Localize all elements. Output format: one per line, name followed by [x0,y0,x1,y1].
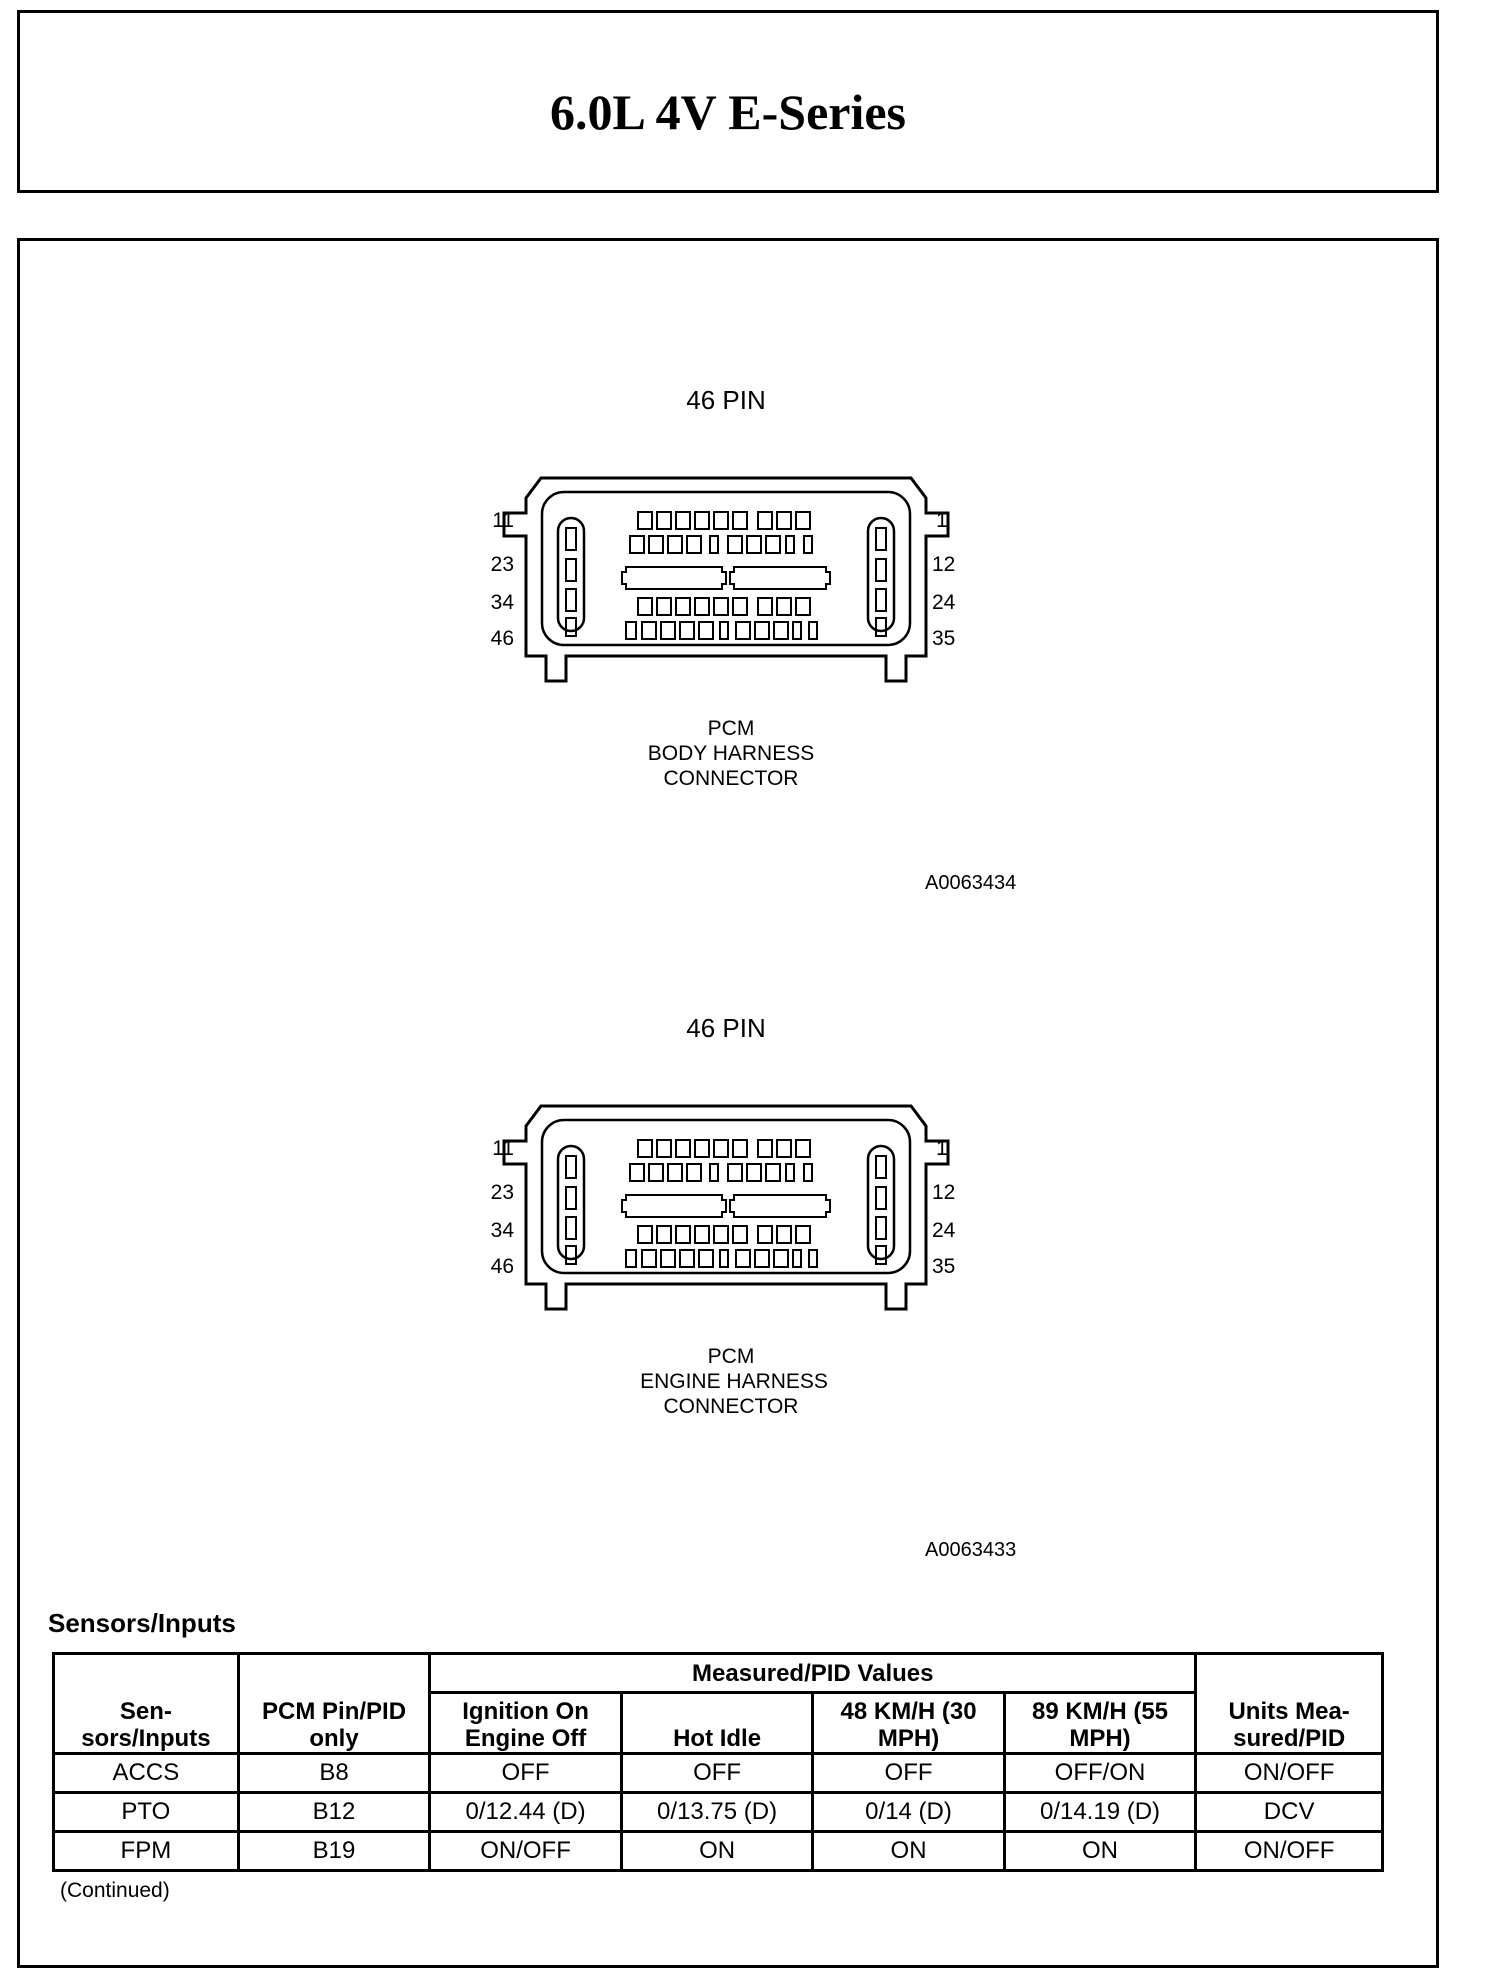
pin-count-label: 46 PIN [686,1013,766,1043]
table-row: FPM B19 ON/OFF ON ON ON ON/OFF [52,1830,1384,1872]
table-cell: ON/OFF [1194,1752,1384,1794]
pin-label-left: 11 [492,1137,514,1160]
pin-label-right: 1 [936,1137,948,1160]
pin-label-left: 34 [491,591,515,614]
figure-id: A0063433 [925,1539,1016,1561]
table-cell: 0/14 (D) [811,1791,1006,1833]
table-cell: B19 [236,1830,432,1872]
col-header-48kmh: 48 KM/H (30 MPH) [811,1691,1006,1755]
body-harness-connector-drawing [502,476,950,683]
pin-label-right: 35 [932,627,955,650]
col-header-units: Units Mea- sured/PID [1194,1652,1384,1755]
connector-caption: CONNECTOR [664,767,799,790]
table-cell: ON/OFF [428,1830,623,1872]
table-cell: B12 [236,1791,432,1833]
table-row: PTO B12 0/12.44 (D) 0/13.75 (D) 0/14 (D)… [52,1791,1384,1833]
connector-caption: BODY HARNESS [648,742,815,765]
pin-label-right: 24 [932,1219,956,1242]
page-title: 6.0L 4V E-Series [549,84,907,140]
connector-caption: ENGINE HARNESS [640,1370,828,1393]
connector-caption: CONNECTOR [664,1395,799,1418]
continued-note: (Continued) [60,1879,170,1902]
table-cell: FPM [52,1830,240,1872]
pin-label-right: 12 [932,1181,955,1204]
table-cell: ON [619,1830,815,1872]
table-cell: 0/13.75 (D) [619,1791,815,1833]
table-cell: ACCS [52,1752,240,1794]
table-row: ACCS B8 OFF OFF OFF OFF/ON ON/OFF [52,1752,1384,1794]
table-cell: ON/OFF [1194,1830,1384,1872]
col-header-pcm-pin: PCM Pin/PID only [236,1652,432,1755]
connector-caption: PCM [708,717,755,740]
title-box: 6.0L 4V E-Series [17,10,1439,193]
section-title: Sensors/Inputs [48,1608,236,1638]
table-cell: OFF [428,1752,623,1794]
pin-label-left: 34 [491,1219,515,1242]
pin-label-left: 46 [491,627,514,650]
pin-label-left: 46 [491,1255,514,1278]
pin-count-label: 46 PIN [686,385,766,415]
table-cell: OFF [619,1752,815,1794]
col-header-sensors: Sen- sors/Inputs [52,1652,240,1755]
connector-diagrams: 46 PIN 11 23 34 46 1 12 24 35 PCM BODY H… [491,385,1017,1561]
table-cell: PTO [52,1791,240,1833]
connector-caption: PCM [708,1345,755,1368]
figure-id: A0063434 [925,872,1016,894]
sensors-inputs-table: Sen- sors/Inputs PCM Pin/PID only Measur… [52,1652,1384,1872]
col-group-measured-pid: Measured/PID Values [428,1652,1198,1694]
table-cell: ON [811,1830,1006,1872]
table-cell: ON [1002,1830,1198,1872]
table-cell: 0/12.44 (D) [428,1791,623,1833]
table-cell: OFF/ON [1002,1752,1198,1794]
engine-harness-connector-drawing [502,1104,950,1311]
pin-label-right: 35 [932,1255,955,1278]
pin-label-left: 11 [492,509,514,532]
pin-label-right: 24 [932,591,956,614]
table-cell: B8 [236,1752,432,1794]
col-header-ignition-on: Ignition On Engine Off [428,1691,623,1755]
col-header-89kmh: 89 KM/H (55 MPH) [1002,1691,1198,1755]
col-header-hot-idle: Hot Idle [619,1691,815,1755]
pin-label-left: 23 [491,553,514,576]
pin-label-left: 23 [491,1181,514,1204]
pin-label-right: 12 [932,553,955,576]
pin-label-right: 1 [936,509,948,532]
table-cell: OFF [811,1752,1006,1794]
table-cell: DCV [1194,1791,1384,1833]
table-cell: 0/14.19 (D) [1002,1791,1198,1833]
